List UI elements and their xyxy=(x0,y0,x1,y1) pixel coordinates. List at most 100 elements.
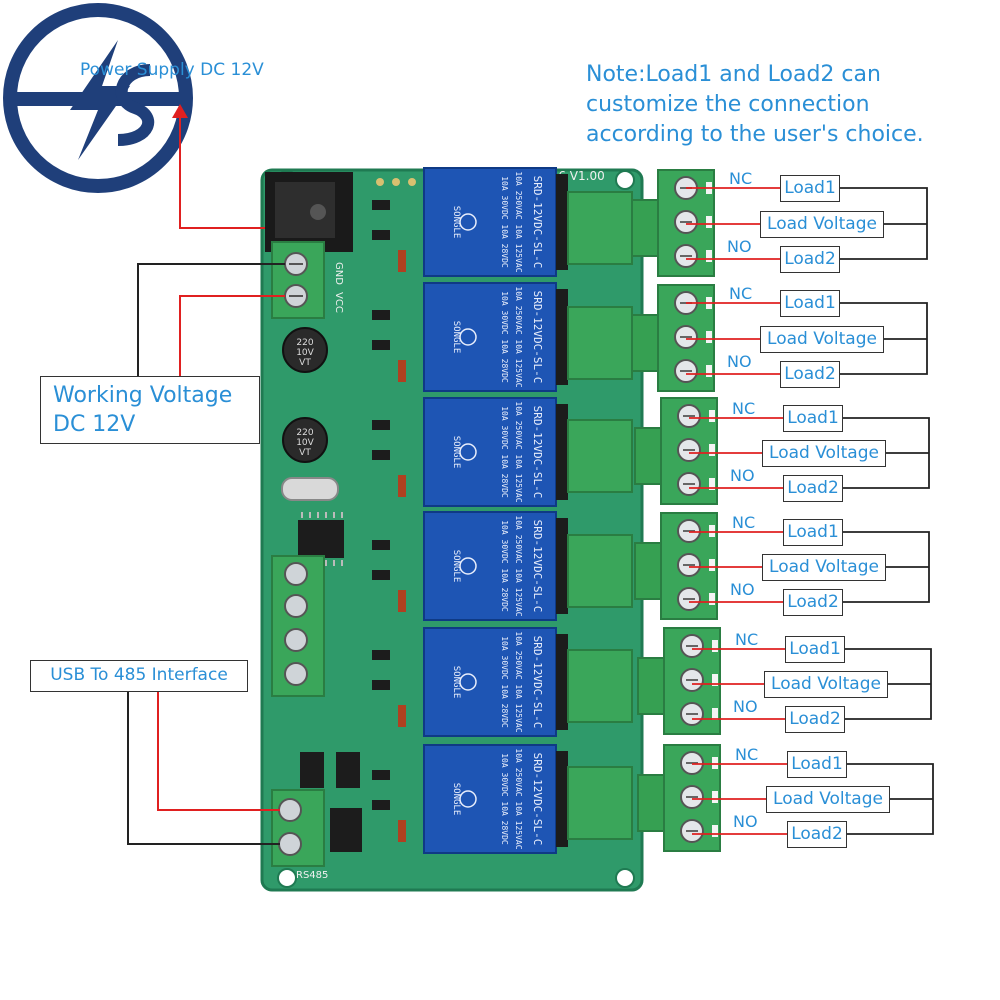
header-pin xyxy=(408,178,416,186)
nc-label: NC xyxy=(735,745,759,764)
relay-marking: SONGLE xyxy=(451,321,461,354)
no-label: NO xyxy=(727,352,752,371)
working-voltage-line2: DC 12V xyxy=(53,412,136,437)
relay-marking: 10A 30VDC 10A 28VDC xyxy=(500,520,509,612)
wire-entry xyxy=(709,410,715,422)
relay: SRD-12VDC-SL-C 10A 250VAC 10A 125VAC 10A 3… xyxy=(423,167,568,277)
crystal-oscillator xyxy=(281,477,339,501)
svg-text:10V: 10V xyxy=(296,348,314,358)
relay-marking: 10A 250VAC 10A 125VAC xyxy=(514,171,523,272)
usb-485-interface-text: USB To 485 Interface xyxy=(50,665,228,685)
terminal-plug xyxy=(567,649,633,723)
relay-marking: SRD-12VDC-SL-C xyxy=(531,291,544,384)
load1-label: Load1 xyxy=(783,405,843,432)
relay-body xyxy=(423,282,557,392)
svg-text:220: 220 xyxy=(296,428,313,438)
wire-entry xyxy=(709,444,715,456)
note-line: customize the connection xyxy=(586,92,870,117)
load-voltage-label: Load Voltage xyxy=(760,211,884,238)
no-label: NO xyxy=(727,237,752,256)
load-voltage-label: Load Voltage xyxy=(760,326,884,353)
load2-label: Load2 xyxy=(783,589,843,616)
load-voltage-label: Load Voltage xyxy=(762,554,886,581)
power-supply-wire xyxy=(179,108,265,229)
cert-mark-icon xyxy=(459,443,477,461)
wire-entry xyxy=(709,478,715,490)
no-label: NO xyxy=(733,812,758,831)
cert-mark-icon xyxy=(459,673,477,691)
usb-485-interface-label: USB To 485 Interface xyxy=(30,660,248,692)
relay-marking: 10A 250VAC 10A 125VAC xyxy=(514,631,523,732)
capacitor: 220 10V VT xyxy=(282,327,328,373)
note-text: Note:Load1 and Load2 can customize the c… xyxy=(586,60,986,150)
relay-marking: 10A 30VDC 10A 28VDC xyxy=(500,176,509,268)
usb485-red-wire xyxy=(157,692,280,811)
brand-logo-icon xyxy=(3,3,193,193)
relay-marking: SRD-12VDC-SL-C xyxy=(531,753,544,846)
load-terminal xyxy=(567,627,721,735)
cert-mark-icon xyxy=(459,213,477,231)
usb485-black-wire xyxy=(127,692,280,845)
load2-label: Load2 xyxy=(785,706,845,733)
mount-hole xyxy=(615,170,635,190)
relay-marking: 10A 250VAC 10A 125VAC xyxy=(514,286,523,387)
relay-marking: 10A 30VDC 10A 28VDC xyxy=(500,636,509,728)
working-voltage-label: Working Voltage DC 12V xyxy=(40,376,260,444)
rs485-terminal xyxy=(271,789,325,867)
rs485-chip xyxy=(330,808,362,852)
terminal-plug xyxy=(567,306,633,380)
wire-entry xyxy=(712,757,718,769)
load1-label: Load1 xyxy=(783,519,843,546)
load-terminal xyxy=(567,512,718,620)
relay-marking: 10A 30VDC 10A 28VDC xyxy=(500,291,509,383)
load1-label: Load1 xyxy=(780,175,840,202)
terminal-latch xyxy=(634,427,664,485)
relay-marking: SRD-12VDC-SL-C xyxy=(531,176,544,269)
note-line: Note:Load1 and Load2 can xyxy=(586,62,881,87)
relay-marking: SONGLE xyxy=(451,783,461,816)
cert-mark-icon xyxy=(459,557,477,575)
power-supply-arrow-icon xyxy=(172,104,188,118)
wire-entry xyxy=(706,331,712,343)
wire-entry xyxy=(712,674,718,686)
vcc-silkscreen: VCC xyxy=(333,292,344,313)
wire-entry xyxy=(709,593,715,605)
nc-label: NC xyxy=(729,169,753,188)
relay-body xyxy=(423,167,557,277)
load2-label: Load2 xyxy=(780,361,840,388)
wire-entry xyxy=(709,525,715,537)
wire-group xyxy=(127,104,285,845)
dc-power-jack xyxy=(265,172,353,252)
rs485-silkscreen: RS485 xyxy=(296,870,328,881)
nc-label: NC xyxy=(735,630,759,649)
terminal-latch xyxy=(637,657,667,715)
relay-marking: SONGLE xyxy=(451,206,461,239)
relay: SRD-12VDC-SL-C 10A 250VAC 10A 125VAC 10A 3… xyxy=(423,511,568,621)
load2-label: Load2 xyxy=(787,821,847,848)
terminal-latch xyxy=(631,199,661,257)
relay-marking: 10A 250VAC 10A 125VAC xyxy=(514,515,523,616)
load2-label: Load2 xyxy=(780,246,840,273)
power-supply-label: Power Supply DC 12V xyxy=(80,60,264,80)
load-wire-group xyxy=(686,187,934,835)
relay-marking: 10A 30VDC 10A 28VDC xyxy=(500,753,509,845)
load-terminal xyxy=(567,397,718,505)
load-voltage-label: Load Voltage xyxy=(764,671,888,698)
mount-hole xyxy=(615,868,635,888)
terminal-plug xyxy=(567,191,633,265)
transistor xyxy=(336,752,360,788)
terminal-plug xyxy=(567,534,633,608)
load-voltage-label: Load Voltage xyxy=(766,786,890,813)
load2-label: Load2 xyxy=(783,475,843,502)
relay-marking: SRD-12VDC-SL-C xyxy=(531,520,544,613)
terminal-plug xyxy=(567,419,633,493)
wire-entry xyxy=(712,825,718,837)
wire-entry xyxy=(712,640,718,652)
nc-label: NC xyxy=(729,284,753,303)
header-pin xyxy=(376,178,384,186)
load-terminal-group xyxy=(567,169,721,852)
